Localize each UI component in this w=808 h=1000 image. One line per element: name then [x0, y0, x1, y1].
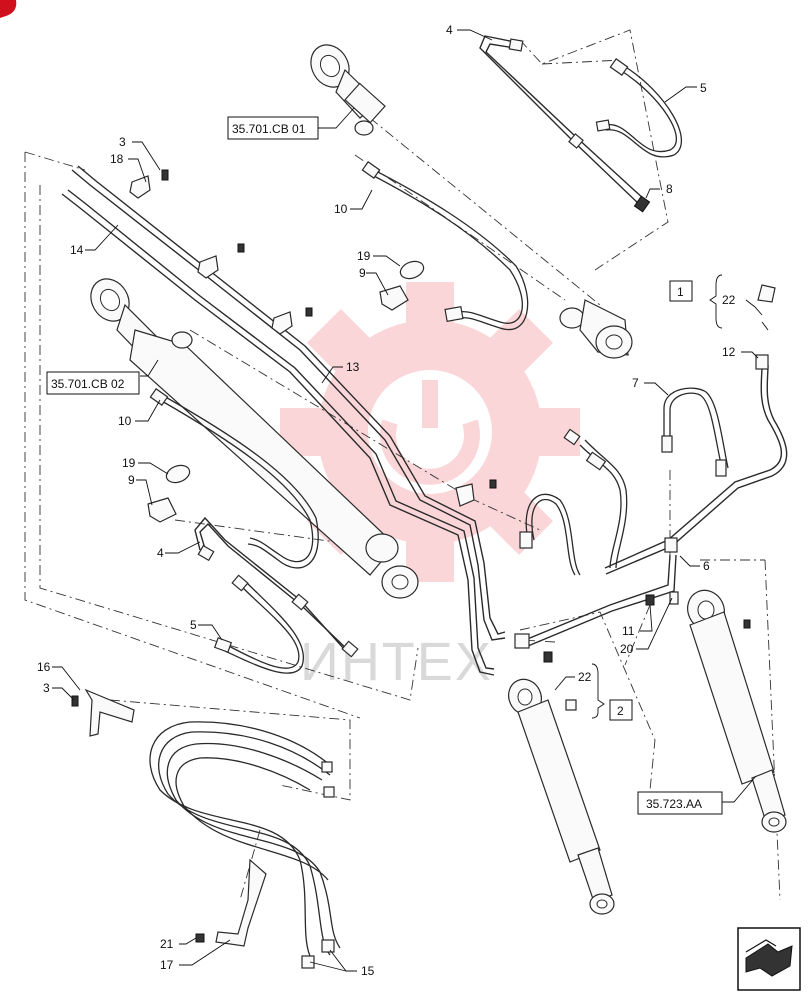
braces	[591, 274, 723, 719]
ref-box-2[interactable]: 2	[609, 699, 633, 721]
callout-21: 21	[160, 937, 174, 951]
callout-10-top: 10	[334, 202, 348, 216]
cylinder-cb02	[90, 278, 419, 599]
callout-19-mid: 19	[122, 456, 136, 470]
fitting-8	[633, 195, 651, 213]
callout-13: 13	[346, 360, 360, 374]
callout-4-top: 4	[446, 23, 453, 37]
fitting-22-top	[757, 284, 776, 331]
hose-7	[661, 387, 729, 477]
tube-4-mid	[194, 516, 359, 658]
callout-3-low: 3	[43, 681, 50, 695]
callout-9-mid: 9	[128, 473, 135, 487]
hose-10-top	[361, 161, 529, 331]
tube-14	[61, 189, 495, 676]
callout-14: 14	[70, 243, 84, 257]
brackets-mid	[197, 243, 497, 507]
ref-box-aa[interactable]: 35.723.AA	[637, 791, 723, 815]
ref-label-cb02: 35.701.CB 02	[51, 377, 125, 391]
callout-17: 17	[160, 958, 174, 972]
callout-16: 16	[37, 660, 51, 674]
fittings-11-20	[543, 591, 679, 711]
callout-9-top: 9	[359, 266, 366, 280]
ref-label-2: 2	[617, 704, 624, 718]
ref-label-aa: 35.723.AA	[646, 797, 702, 811]
tube-13	[71, 165, 506, 641]
ref-box-cb02[interactable]: 35.701.CB 02	[46, 371, 140, 395]
tube-6	[514, 354, 788, 649]
callout-22-mid: 22	[578, 670, 592, 684]
clamp-19-9-mid	[147, 464, 191, 523]
callout-18: 18	[110, 152, 124, 166]
callout-10-mid: 10	[118, 414, 132, 428]
callout-15: 15	[361, 964, 375, 978]
cylinder-cb01	[310, 44, 633, 359]
ref-box-1[interactable]: 1	[669, 280, 693, 302]
watermark-text: ИНТЕХ	[300, 632, 493, 692]
callout-7: 7	[632, 376, 639, 390]
hose-5-top	[595, 58, 683, 158]
hose-5-mid	[213, 574, 305, 674]
callout-20: 20	[620, 642, 634, 656]
callout-11: 11	[622, 624, 635, 638]
ref-label-cb01: 35.701.CB 01	[232, 122, 306, 136]
bracket-18	[129, 169, 169, 199]
arrow-box-icon[interactable]	[737, 927, 801, 991]
tube-4-top	[479, 35, 646, 206]
lift-cylinder-right	[687, 589, 787, 833]
leader-lines	[52, 29, 763, 972]
callout-5-mid: 5	[190, 618, 197, 632]
hose-left-s	[519, 493, 581, 576]
watermark-logo	[280, 282, 580, 582]
ref-box-cb01[interactable]: 35.701.CB 01	[227, 116, 319, 140]
hose-mid	[563, 428, 628, 569]
lift-cylinder-left	[508, 678, 615, 915]
callout-8: 8	[666, 182, 673, 196]
callout-19-top: 19	[357, 249, 371, 263]
bracket-17	[195, 858, 267, 947]
callout-4-mid: 4	[157, 546, 164, 560]
hose-10-mid	[149, 388, 319, 569]
callout-12: 12	[722, 345, 736, 359]
callout-5-top: 5	[700, 81, 707, 95]
hose-15	[149, 721, 341, 969]
callout-3-top: 3	[119, 135, 126, 149]
corner-mark	[0, 0, 17, 18]
callout-22-top: 22	[722, 293, 736, 307]
callout-6: 6	[703, 559, 710, 573]
bracket-16	[71, 688, 135, 737]
clamp-19-9-top	[379, 260, 425, 311]
callout-labels: 4 5 8 3 18 14 10 19 9 13 22 12 7 10 19 9…	[37, 23, 736, 978]
ref-label-1: 1	[677, 285, 684, 299]
